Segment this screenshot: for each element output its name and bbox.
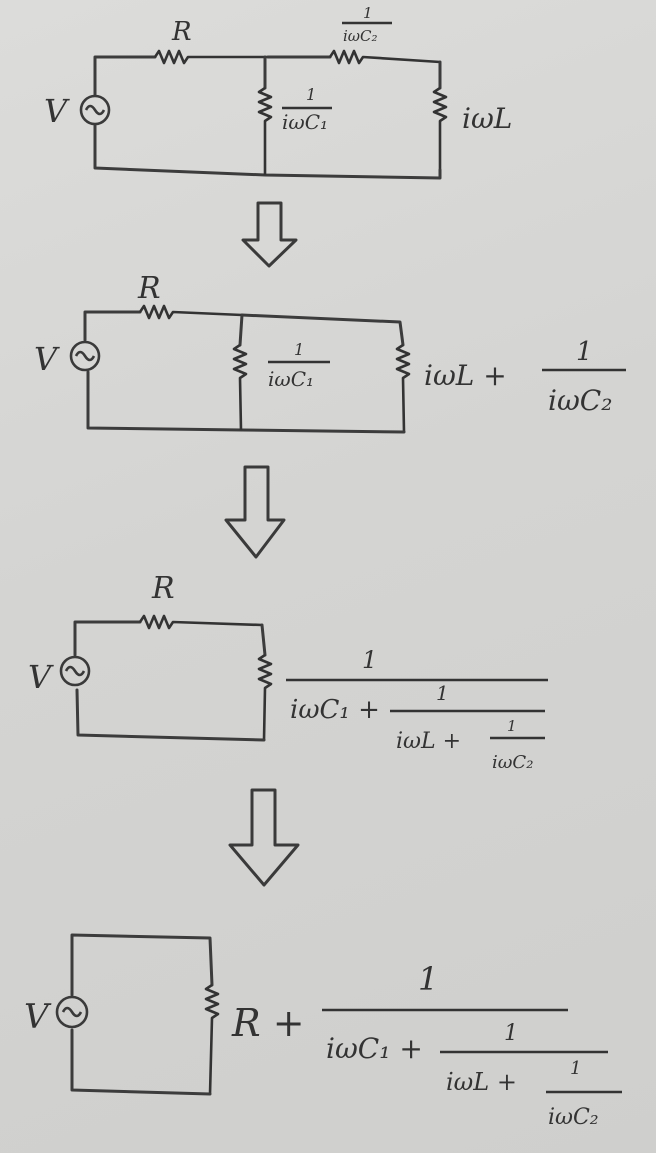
- stage1-resistor-c2: [328, 49, 441, 65]
- stage4-c2-denominator: iωC₂: [548, 1105, 599, 1130]
- stage1-circuit: [79, 49, 448, 180]
- stage2-c1-numerator: 1: [294, 340, 304, 359]
- stage2-c1-denominator: iωC₁: [268, 367, 314, 391]
- stage3-resistor-r: [138, 614, 263, 630]
- stage4-l-plus: iωL +: [446, 1068, 517, 1096]
- stage3-ac-source: [59, 655, 91, 687]
- stage1-c2-denominator: iωC₂: [343, 27, 378, 45]
- stage1-resistor-l: [432, 86, 448, 170]
- stage4-resistor-total: [204, 983, 220, 1095]
- stage4-circuit: [55, 933, 220, 1096]
- stage3-v-label: V: [28, 658, 54, 696]
- stage1-resistor-c1: [257, 86, 273, 175]
- stage2-r-label: R: [137, 271, 161, 306]
- down-arrow-1: [241, 201, 298, 268]
- stage2-circuit: [69, 304, 411, 434]
- stage1-c1-denominator: iωC₁: [282, 110, 328, 134]
- stage4-inner-numerator: 1: [504, 1021, 518, 1046]
- stage3-r-label: R: [151, 571, 175, 606]
- down-arrow-3: [228, 788, 300, 887]
- stage2-resistor-r: [138, 304, 243, 320]
- stage4-c1-plus: iωC₁ +: [326, 1032, 423, 1065]
- stage3-l-plus: iωL +: [396, 729, 461, 754]
- stage2-resistor-c1: [232, 343, 248, 431]
- stage4-v-label: V: [24, 997, 52, 1037]
- stage3-c2-denominator: iωC₂: [492, 752, 533, 773]
- stage1-c1-numerator: 1: [306, 85, 316, 104]
- stage3-circuit: [59, 614, 273, 742]
- stage2-resistor-l-c2: [395, 343, 411, 433]
- stage1-r-label: R: [171, 17, 192, 47]
- stage3-numerator: 1: [362, 646, 377, 674]
- stage2-c2-denominator: iωC₂: [548, 384, 612, 417]
- stage3-inner-numerator: 1: [436, 681, 449, 705]
- stage4-ac-source: [55, 995, 89, 1029]
- stage3-c1-plus: iωC₁ +: [290, 695, 380, 725]
- stage1-l-label: iωL: [462, 102, 512, 135]
- stage2-v-label: V: [34, 340, 60, 378]
- stage1-resistor-r: [153, 49, 268, 65]
- stage1-ac-source: [79, 94, 111, 126]
- stage2-l-plus: iωL +: [424, 359, 507, 392]
- stage1-c2-numerator: 1: [363, 4, 373, 22]
- stage2-c2-numerator: 1: [576, 337, 593, 367]
- stage2-ac-source: [69, 340, 101, 372]
- stage4-numerator: 1: [418, 960, 438, 998]
- stage4-r-plus: R +: [231, 1001, 305, 1045]
- stage3-resistor-combined: [257, 653, 273, 741]
- stage4-c2-numerator: 1: [570, 1058, 581, 1079]
- stage3-c2-numerator: 1: [507, 717, 517, 735]
- stage1-v-label: V: [44, 92, 70, 130]
- down-arrow-2: [224, 465, 286, 559]
